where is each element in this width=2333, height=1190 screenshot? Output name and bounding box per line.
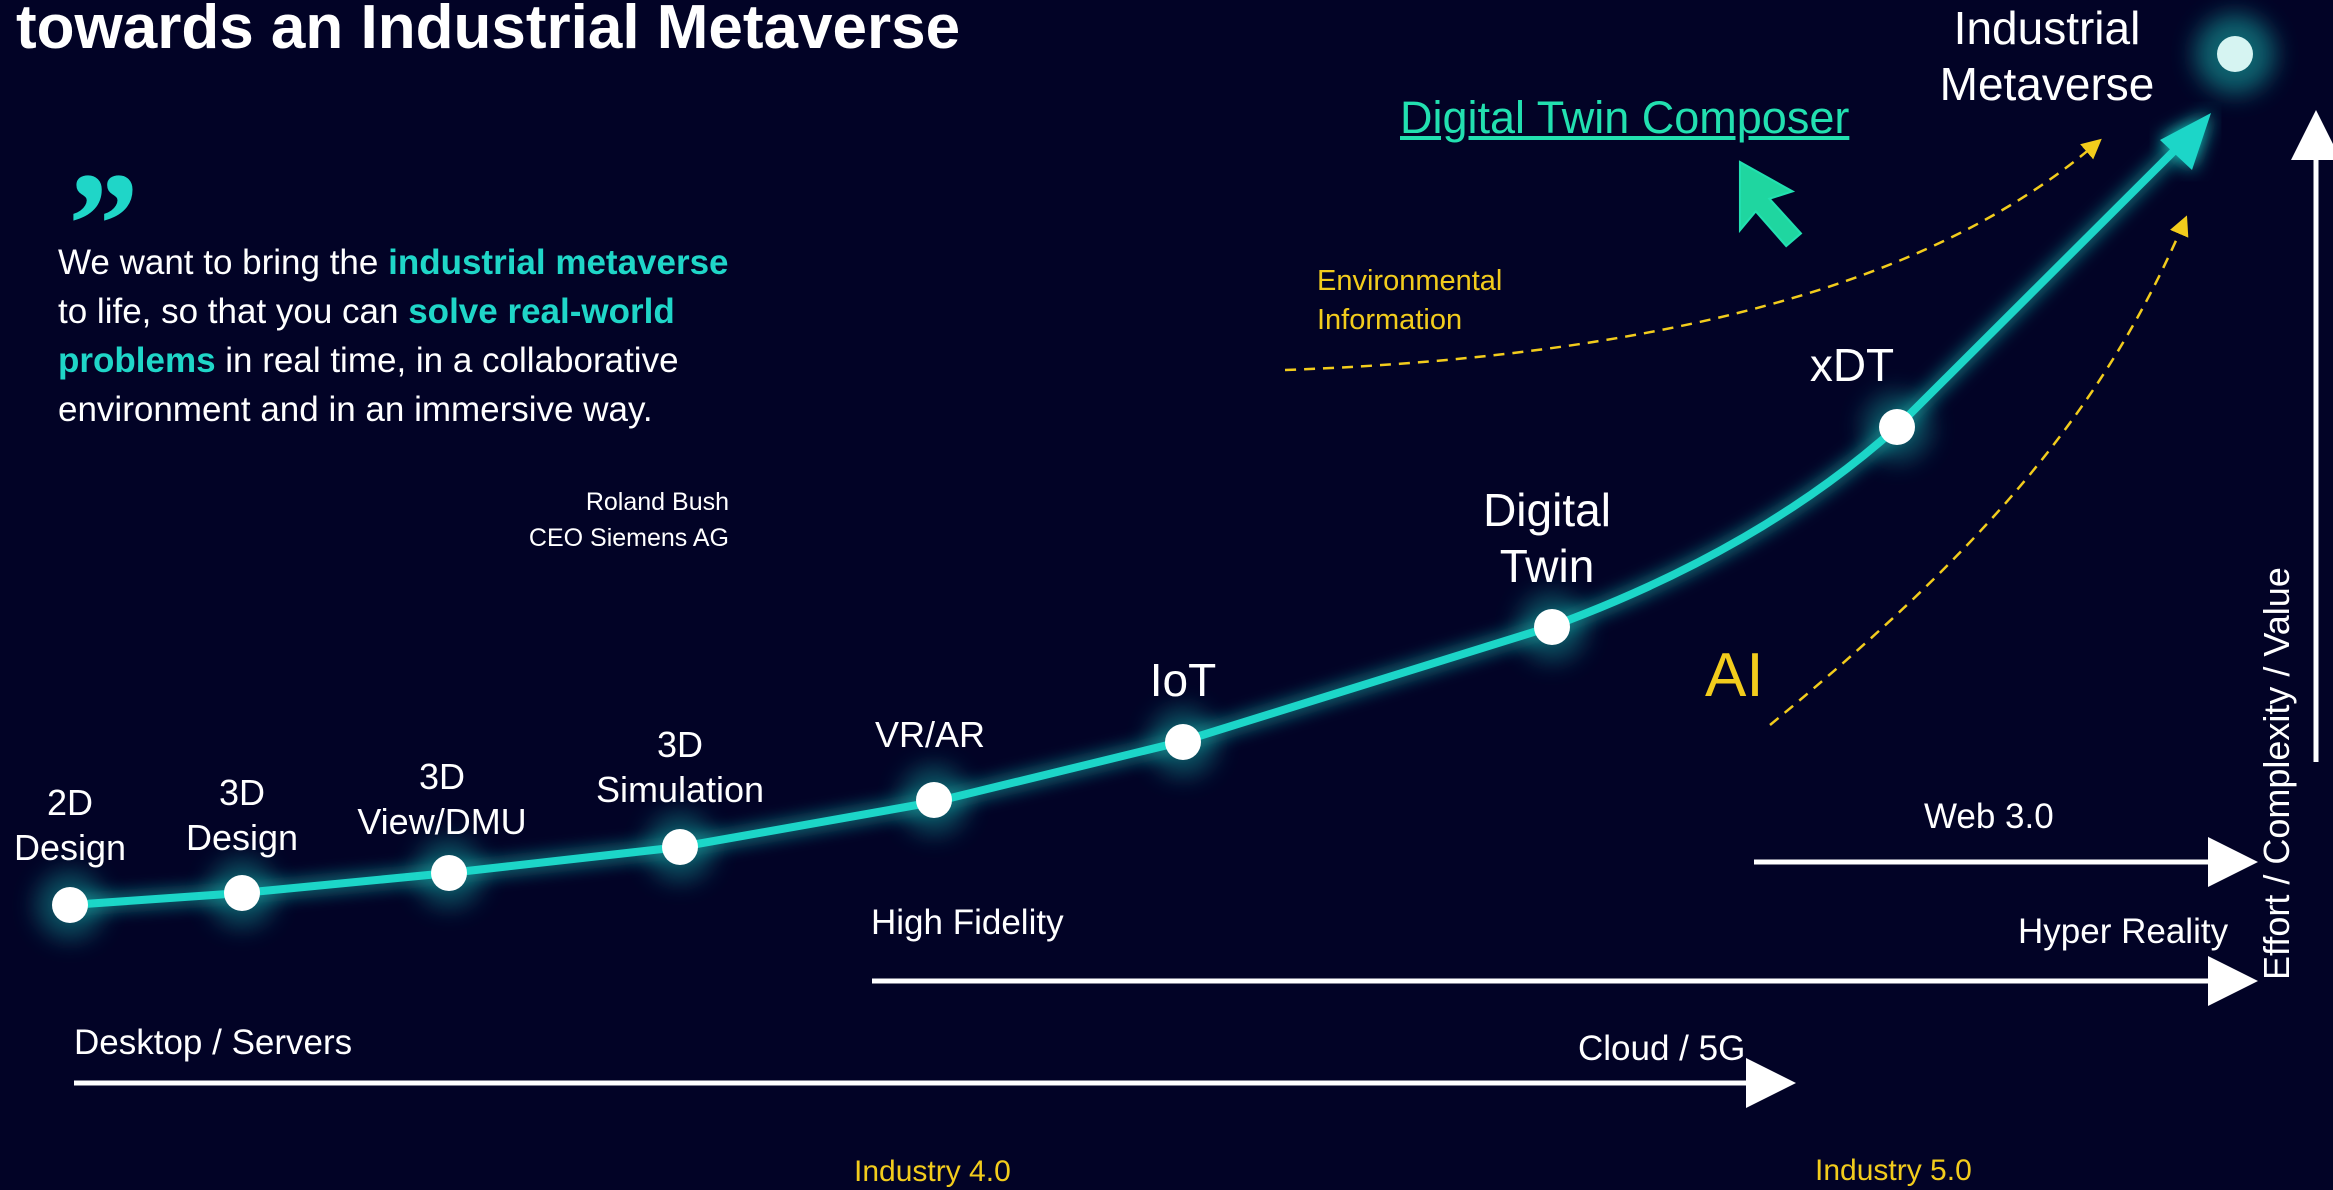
cloud-5g-label: Cloud / 5G <box>1578 1029 1746 1068</box>
node-industrial-metaverse <box>2217 36 2253 72</box>
stage-label-vr-ar: VR/AR <box>875 712 985 757</box>
hyper-reality-label: Hyper Reality <box>2018 912 2229 951</box>
stage-label-line: 2D <box>46 782 94 823</box>
stage-label-line: Design <box>185 817 299 858</box>
stage-label-line: IoT <box>1149 654 1217 706</box>
quote-highlight: industrial metaverse <box>388 243 729 282</box>
ai-arrow <box>1769 215 2189 726</box>
stage-label-line: Metaverse <box>1939 58 2155 110</box>
node-digital-twin <box>1534 609 1570 645</box>
quote-part: to life, so that you can <box>58 292 409 331</box>
quote-text: We want to bring the industrial metavers… <box>58 238 758 434</box>
environmental-info-line: Environmental <box>1317 265 1503 297</box>
stage-label-3d-view-dmu: 3D View/DMU <box>357 754 526 844</box>
stage-label-line: Design <box>13 827 127 868</box>
stage-label-line: Simulation <box>595 769 765 810</box>
ai-label: AI <box>1705 641 1764 710</box>
stage-label-industrial-metaverse: Industrial Metaverse <box>1940 0 2155 112</box>
desktop-servers-label: Desktop / Servers <box>74 1023 353 1062</box>
node-2d-design <box>52 887 88 923</box>
digital-twin-composer-link[interactable]: Digital Twin Composer <box>1400 92 1850 143</box>
quote-author-role: CEO Siemens AG <box>528 524 729 552</box>
stage-label-line: 3D <box>418 756 466 797</box>
quote-part: in real time, in a collaborative environ… <box>58 341 679 429</box>
environmental-info-label: Environmental Information <box>1317 262 1502 340</box>
stage-label-line: Twin <box>1499 540 1595 592</box>
stage-label-3d-design: 3D Design <box>186 770 298 860</box>
node-3d-design <box>224 875 260 911</box>
node-3d-view <box>431 855 467 891</box>
high-fidelity-label: High Fidelity <box>871 903 1064 942</box>
environmental-info-line: Information <box>1317 304 1463 336</box>
industry-5-label: Industry 5.0 <box>1815 1154 1972 1187</box>
stage-label-3d-simulation: 3D Simulation <box>596 722 764 812</box>
stage-label-line: Digital <box>1483 484 1611 536</box>
page-title: towards an Industrial Metaverse <box>16 0 961 62</box>
stage-label-digital-twin: Digital Twin <box>1483 482 1611 594</box>
stage-label-line: Industrial <box>1953 2 2141 54</box>
cursor-icon <box>1738 160 1803 248</box>
stage-label-line: xDT <box>1809 339 1895 391</box>
node-3d-simulation <box>662 829 698 865</box>
quote-author: Roland Bush <box>585 488 729 516</box>
quote-highlight: solve real-world problems <box>58 292 675 380</box>
stage-nodes <box>36 14 2275 939</box>
y-axis-label: Effort / Complexity / Value <box>2256 567 2297 980</box>
quote-part: We want to bring the <box>58 243 389 282</box>
stage-label-line: VR/AR <box>874 714 986 755</box>
node-iot <box>1165 724 1201 760</box>
stage-label-line: 3D <box>218 772 266 813</box>
stage-label-iot: IoT <box>1150 652 1216 708</box>
node-vr-ar <box>916 782 952 818</box>
curve-arrowhead <box>2160 113 2211 170</box>
node-xdt <box>1879 409 1915 445</box>
web3-label: Web 3.0 <box>1924 797 2054 836</box>
industry-4-label: Industry 4.0 <box>854 1155 1011 1188</box>
stage-label-xdt: xDT <box>1810 337 1894 393</box>
stage-label-2d-design: 2D Design <box>14 780 126 870</box>
stage-label-line: View/DMU <box>357 801 527 842</box>
stage-label-line: 3D <box>656 724 704 765</box>
